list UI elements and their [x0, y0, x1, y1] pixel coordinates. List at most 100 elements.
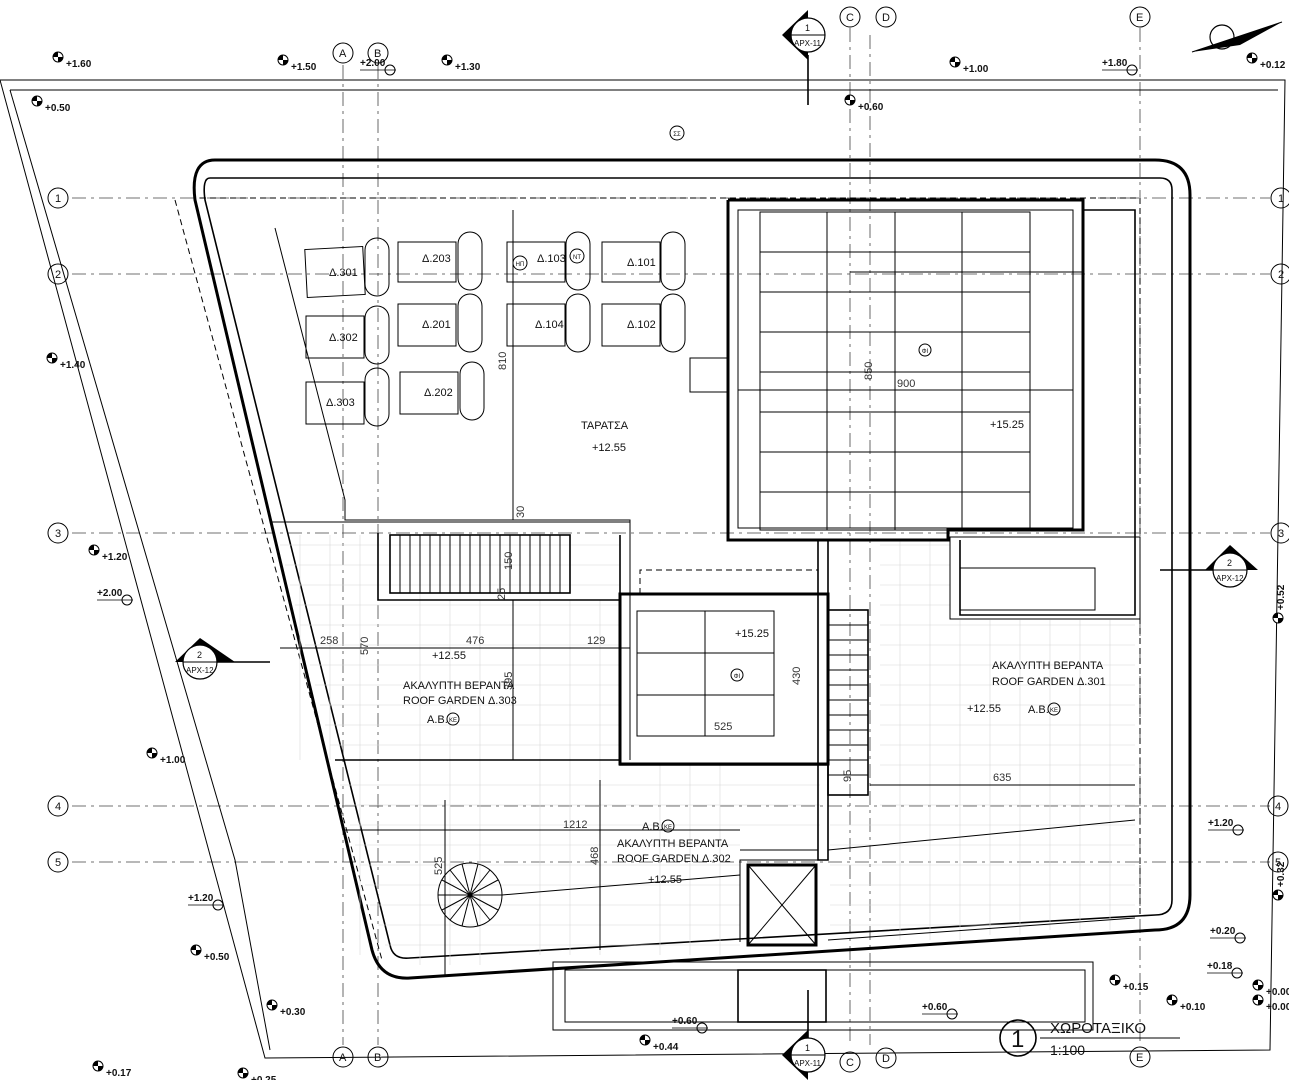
level-marker: +0.50 — [31, 95, 71, 114]
section-markers: 1 ΑΡΧ-11 1 ΑΡΧ-11 2 ΑΡΧ-12 2 ΑΡΧ-12 — [175, 10, 1258, 1080]
grid-letter: A — [339, 48, 347, 60]
level-label: +0.00 — [1266, 1002, 1289, 1013]
roof-tag: ΦΙ — [922, 349, 929, 355]
level-marker: +0.25 — [237, 1067, 277, 1080]
level-marker: +1.50 — [277, 54, 317, 73]
stair-treads — [399, 535, 561, 593]
level-marker: +1.00 — [146, 747, 186, 766]
unit-d301 — [304, 237, 390, 299]
level-marker: +0.60 — [844, 94, 884, 113]
level-marker: +0.10 — [1166, 994, 1206, 1013]
tank-tag-nt: ΝΤ — [573, 255, 581, 261]
level-marker: +0.32 — [1272, 861, 1287, 901]
level-label: +1.50 — [291, 62, 317, 73]
level-marker: +1.00 — [949, 56, 989, 75]
level-marker: +0.50 — [190, 944, 230, 963]
grid-letter: C — [846, 12, 854, 24]
dim-text: 635 — [993, 772, 1011, 784]
v301-line1: ΑΚΑΛΥΠΤΗ ΒΕΡΑΝΤΑ — [992, 660, 1104, 672]
level-label: +0.60 — [672, 1016, 698, 1027]
north-tag: ΣΣ — [673, 132, 681, 138]
grid-number: 1 — [1278, 193, 1284, 205]
grid-bubbles-letters: A B C D E A B C D E — [332, 6, 1151, 1073]
v303-line2: ROOF GARDEN Δ.303 — [403, 695, 517, 707]
unit-label: Δ.301 — [329, 267, 358, 279]
grid-number: 5 — [1275, 857, 1281, 869]
level-label: +1.20 — [188, 893, 214, 904]
grid-letter: E — [1136, 12, 1143, 24]
site-boundary — [0, 79, 1286, 1059]
grid-number: 2 — [55, 269, 61, 281]
spiral-stair — [437, 862, 741, 928]
core-level: +15.25 — [735, 628, 769, 640]
v301-level: +12.55 — [967, 703, 1001, 715]
level-markers: +1.60+1.50+2.00+1.30+0.60+1.00+1.80+0.12… — [31, 51, 1289, 1080]
v302-ke: ΚΕ — [664, 825, 672, 831]
section-ref: ΑΡΧ-12 — [186, 666, 214, 675]
v301-line2: ROOF GARDEN Δ.301 — [992, 676, 1106, 688]
north-arrow-icon — [1191, 21, 1283, 53]
grid-number: 4 — [1275, 801, 1281, 813]
level-label: +0.44 — [653, 1042, 679, 1053]
dim-text: 900 — [897, 378, 915, 390]
grid-number: 3 — [1278, 528, 1284, 540]
level-label: +0.15 — [1123, 982, 1149, 993]
level-marker: +0.60 — [922, 1002, 958, 1020]
level-label: +0.10 — [1180, 1002, 1206, 1013]
section-num: 1 — [805, 23, 810, 33]
dimensions: 810 850 900 30 150 25 258 570 476 129 39… — [280, 210, 1135, 975]
level-marker: +0.18 — [1207, 961, 1243, 979]
drawing-scale: 1:100 — [1050, 1042, 1085, 1058]
grid-letter: A — [339, 1052, 347, 1064]
level-label: +0.18 — [1207, 961, 1233, 972]
section-ref: ΑΡΧ-12 — [1216, 574, 1244, 583]
unit-labels: Δ.301 Δ.203 Δ.103 Δ.101 Δ.302 Δ.201 Δ.10… — [326, 248, 656, 409]
level-marker: +1.60 — [52, 51, 92, 70]
dim-text: 810 — [497, 352, 509, 370]
level-label: +0.52 — [1276, 584, 1287, 610]
solar-heaters — [304, 231, 686, 427]
tank-tag-hp: ΗΠ — [516, 262, 525, 268]
section-ref: ΑΡΧ-11 — [794, 1059, 822, 1068]
level-marker: +1.20 — [1208, 818, 1244, 836]
dim-text: 476 — [466, 635, 484, 647]
unit-label: Δ.202 — [424, 387, 453, 399]
level-label: +0.17 — [106, 1068, 132, 1079]
level-label: +1.00 — [963, 64, 989, 75]
level-label: +1.80 — [1102, 58, 1128, 69]
level-label: +0.50 — [45, 103, 71, 114]
dim-text: 30 — [515, 506, 527, 518]
dim-text: 850 — [863, 362, 875, 380]
roof-garden-hatch — [280, 535, 1135, 965]
level-marker: +0.60 — [672, 1016, 708, 1034]
v302-line2: ROOF GARDEN Δ.302 — [617, 853, 731, 865]
level-label: +0.20 — [1210, 926, 1236, 937]
stair-treads-vertical — [828, 624, 868, 776]
core-tag: ΦΙ — [734, 674, 741, 680]
level-label: +2.00 — [360, 58, 386, 69]
grid-letter: C — [846, 1057, 854, 1069]
level-label: +1.20 — [102, 552, 128, 563]
level-marker: +1.80 — [1102, 58, 1138, 76]
section-marker-2-left: 2 ΑΡΧ-12 — [175, 638, 270, 680]
dim-text: 150 — [503, 552, 515, 570]
dim-text: 395 — [503, 672, 515, 690]
unit-label: Δ.104 — [535, 319, 564, 331]
level-label: +1.00 — [160, 755, 186, 766]
level-label: +1.40 — [60, 360, 86, 371]
grid-bubbles-numbers: 1 2 3 4 5 1 2 3 4 5 — [47, 187, 1289, 873]
level-marker: +0.15 — [1109, 974, 1149, 993]
level-marker: +0.00 — [1252, 979, 1289, 998]
unit-label: Δ.303 — [326, 397, 355, 409]
level-marker: +1.30 — [441, 54, 481, 73]
grid-number: 4 — [55, 801, 61, 813]
level-label: +0.60 — [858, 102, 884, 113]
grid-number: 5 — [55, 857, 61, 869]
level-label: +1.20 — [1208, 818, 1234, 829]
grid-number: 1 — [55, 193, 61, 205]
building-outline — [174, 158, 1192, 980]
level-marker: +1.20 — [188, 893, 224, 911]
section-marker-2-right: 2 ΑΡΧ-12 — [1160, 545, 1258, 588]
level-label: +0.25 — [251, 1075, 277, 1080]
dim-text: 468 — [589, 847, 601, 865]
